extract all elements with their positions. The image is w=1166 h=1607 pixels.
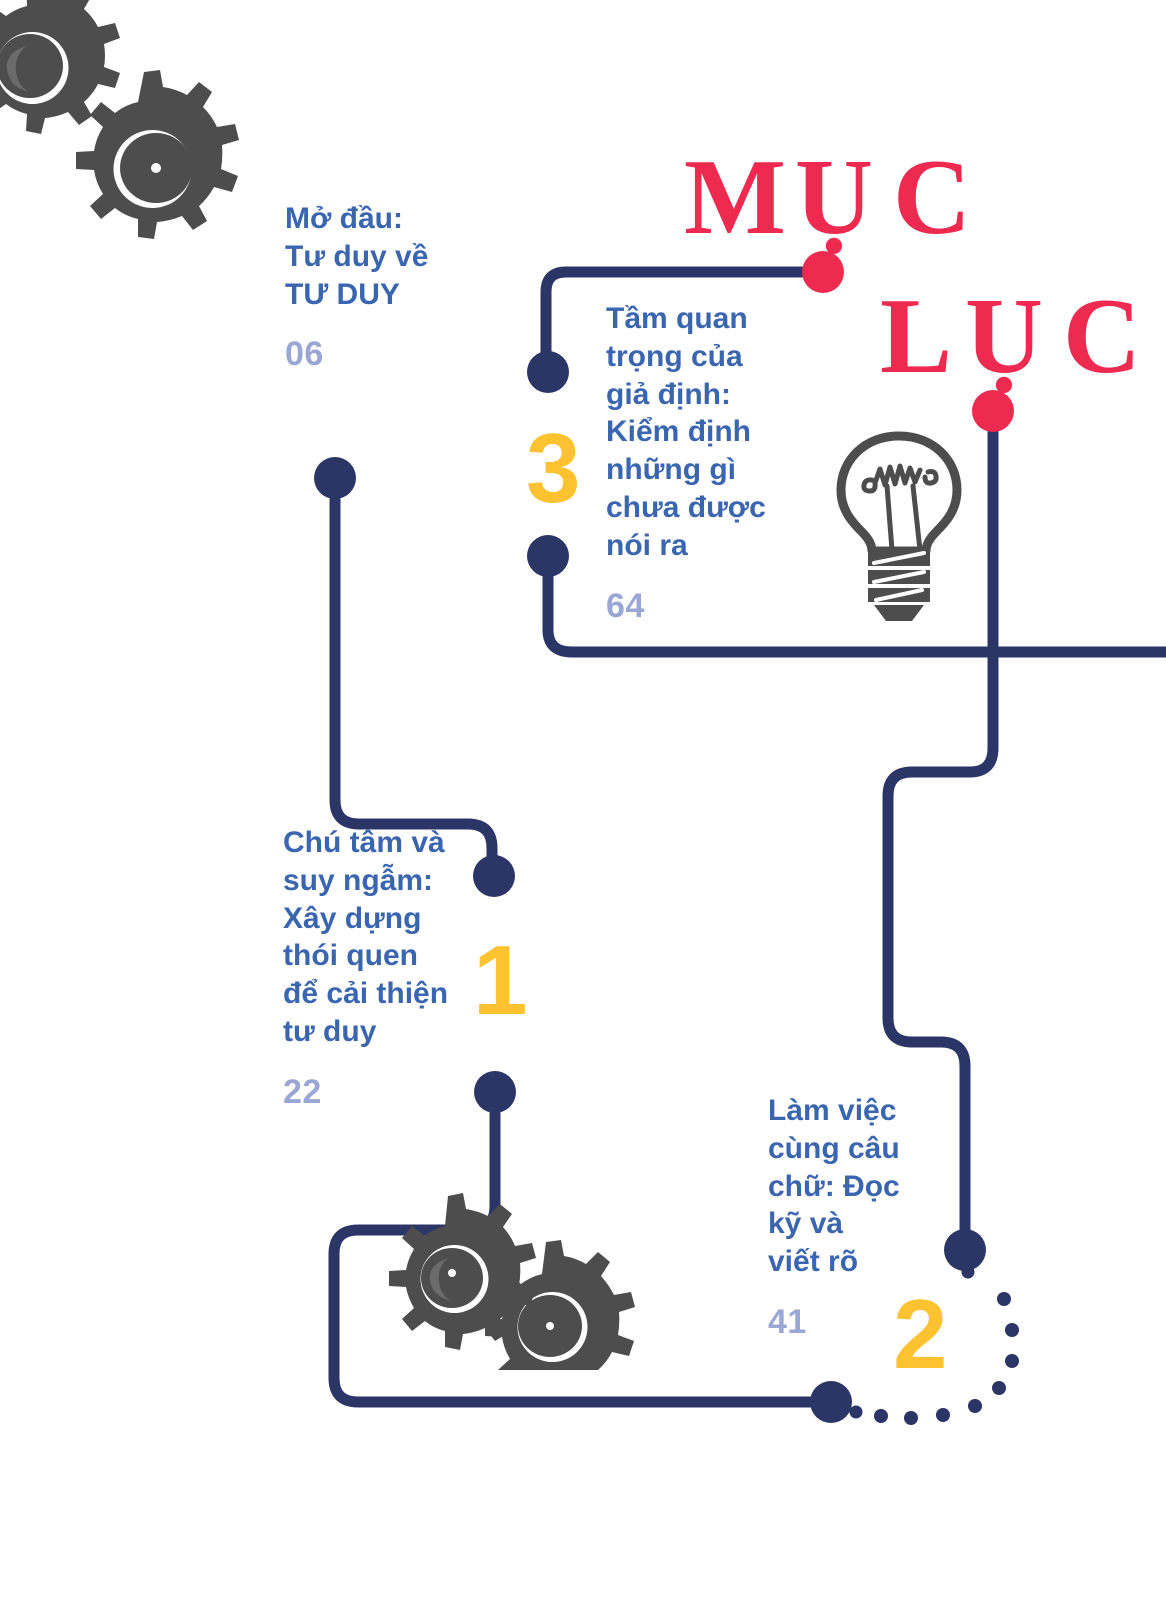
wire-intro-to-item1	[329, 474, 498, 882]
node-red-muc	[802, 251, 844, 293]
toc-title-line: trọng của	[606, 339, 743, 373]
title-letter-c2: C	[1063, 277, 1141, 396]
toc-entry-1[interactable]: Chú tâm và suy ngẫm: Xây dựng thói quen …	[283, 824, 455, 1112]
toc-index-number-1: 1	[473, 925, 528, 1035]
node-bottom	[810, 1381, 852, 1423]
title-letter-u1: Ụ	[795, 138, 873, 257]
toc-title-line: Kiểm định	[606, 415, 752, 449]
toc-title-line: Tư duy về	[285, 239, 429, 273]
title-under-dots	[802, 251, 1014, 432]
toc-page-number: 41	[768, 1302, 807, 1341]
toc-title-line: Chú tâm và	[283, 826, 445, 859]
wire-item3-to-right	[542, 550, 1166, 658]
toc-title-line: Mở đầu:	[285, 202, 403, 235]
node-item3-bottom	[527, 535, 569, 577]
toc-entry-2[interactable]: Làm việc cùng câu chữ: Đọc kỹ và viết rõ…	[768, 1092, 920, 1342]
gears-icon	[389, 1193, 635, 1370]
toc-entry-title: Làm việc cùng câu chữ: Đọc kỹ và viết rõ	[768, 1092, 920, 1281]
toc-title-line: chưa được	[606, 490, 766, 524]
wire-title-to-item3	[540, 266, 829, 378]
dotted-arc	[849, 1265, 1019, 1425]
title-letter-m: M	[684, 138, 786, 257]
toc-entry-intro[interactable]: Mở đầu: Tư duy về TƯ DUY 06	[285, 200, 485, 374]
toc-title-line: nói ra	[606, 528, 688, 562]
node-item2	[944, 1229, 986, 1271]
node-intro	[314, 457, 356, 499]
toc-title-line: TƯ DUY	[285, 277, 400, 311]
toc-title-line: suy ngẫm:	[283, 863, 434, 897]
node-item1-bottom	[474, 1071, 516, 1113]
title-letter-c1: C	[893, 138, 971, 257]
wire-title-to-item2	[882, 406, 999, 1255]
toc-title-line: tư duy	[283, 1014, 377, 1048]
toc-title-line: Xây dựng	[283, 901, 422, 935]
wire-nodes	[314, 351, 986, 1423]
toc-title-line: cùng câu	[768, 1131, 900, 1165]
toc-entry-title: Mở đầu: Tư duy về TƯ DUY	[285, 200, 485, 313]
lightbulb-icon	[836, 431, 962, 621]
toc-page-number: 64	[606, 586, 645, 625]
toc-entry-title: Tầm quan trọng của giả định: Kiểm định n…	[606, 300, 791, 565]
node-item1-top	[473, 855, 515, 897]
toc-title-line: kỹ và	[768, 1207, 844, 1241]
toc-entry-3[interactable]: Tầm quan trọng của giả định: Kiểm định n…	[606, 300, 791, 626]
toc-index-number-3: 3	[526, 413, 581, 523]
toc-title-line: thói quen	[283, 939, 418, 973]
title-letter-l: L	[880, 277, 953, 396]
gears-icon	[0, 0, 239, 239]
toc-page-number: 22	[283, 1072, 322, 1111]
toc-entry-title: Chú tâm và suy ngẫm: Xây dựng thói quen …	[283, 824, 455, 1051]
toc-title-line: viết rõ	[768, 1245, 859, 1279]
title-letter-u2: Ụ	[965, 277, 1043, 396]
toc-title-line: Tầm quan	[606, 302, 748, 335]
toc-title-line: những gì	[606, 453, 737, 487]
toc-title-line: để cải thiện	[283, 977, 449, 1011]
node-red-luc	[972, 390, 1014, 432]
toc-title-line: giả định:	[606, 377, 731, 411]
toc-title-line: Làm việc	[768, 1094, 897, 1127]
toc-page-number: 06	[285, 335, 324, 374]
node-item3-top	[527, 351, 569, 393]
toc-index-number-2: 2	[893, 1279, 948, 1389]
toc-title-line: chữ: Đọc	[768, 1169, 900, 1203]
